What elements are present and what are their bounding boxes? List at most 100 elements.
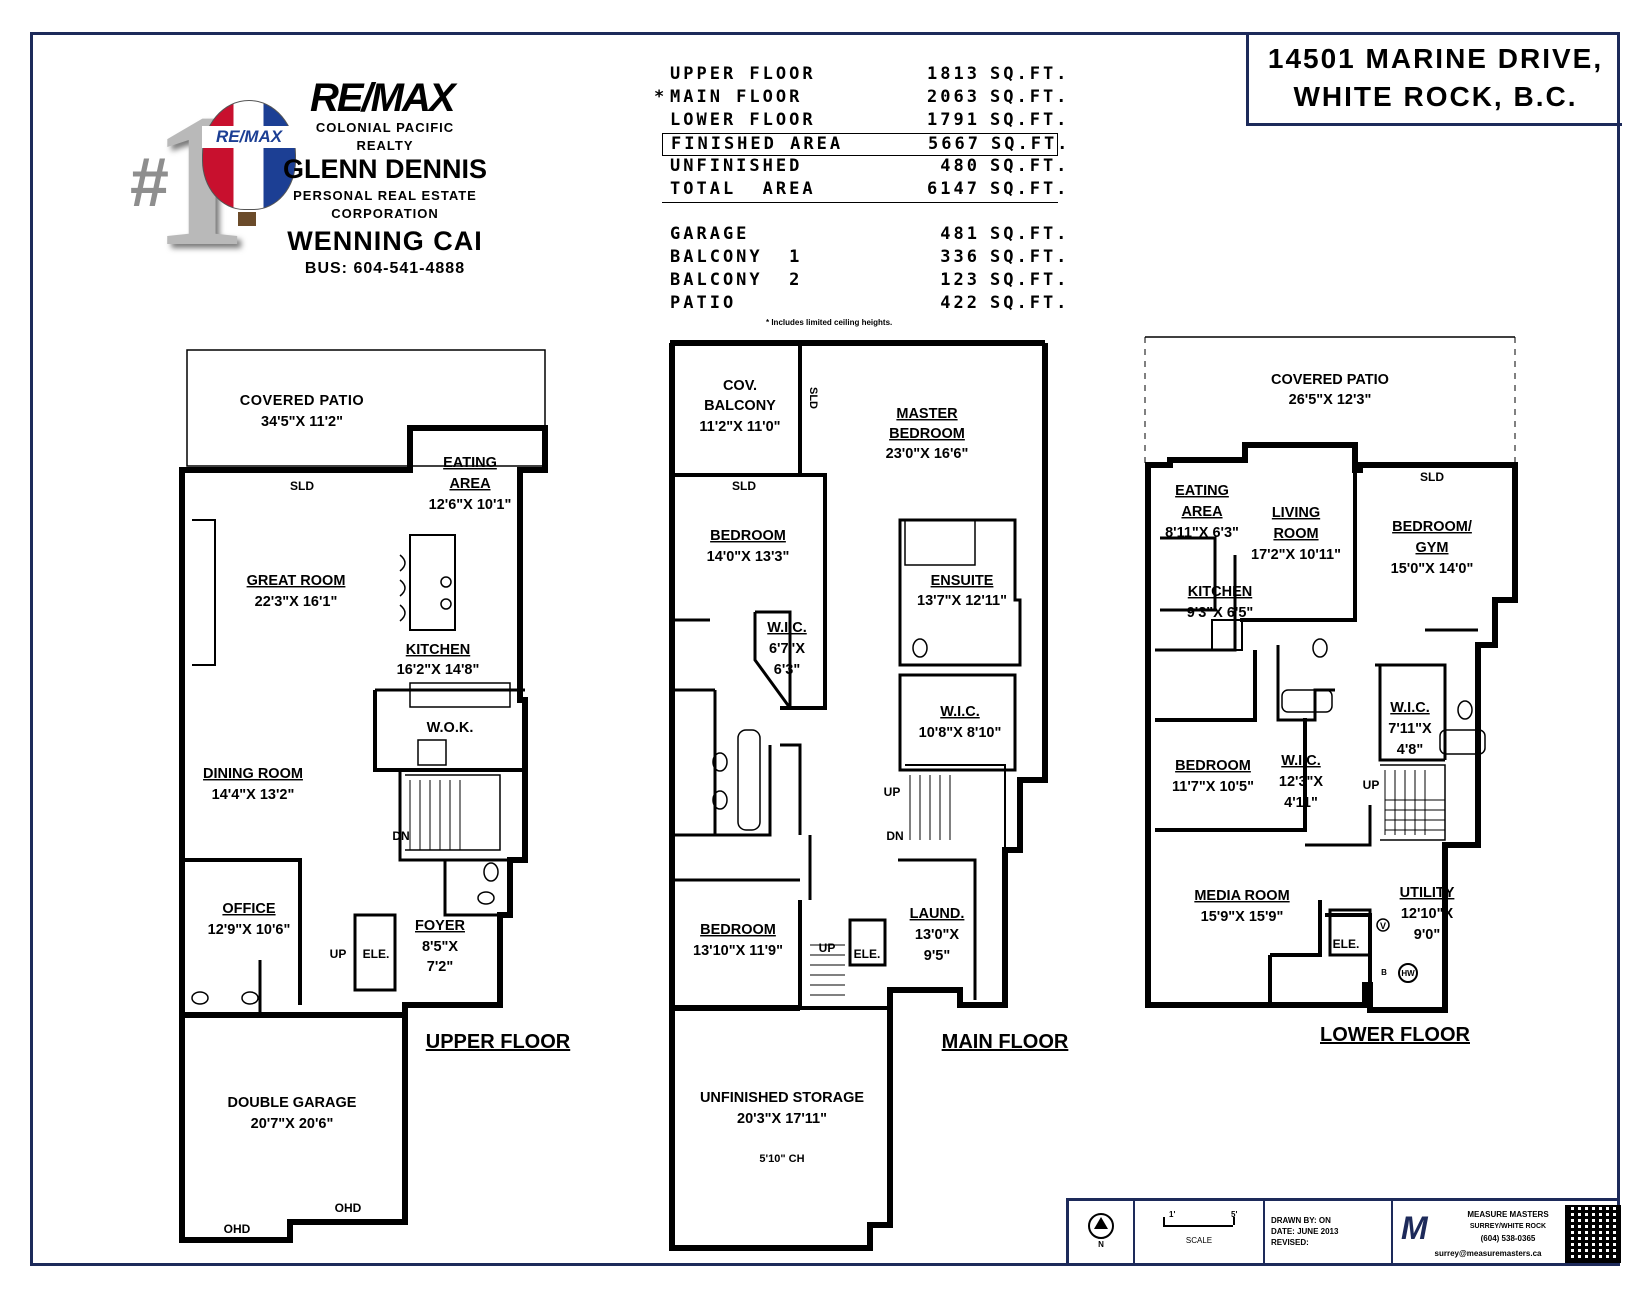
room-dims: 13'7"X 12'11": [917, 593, 1007, 609]
balloon-logo-text: RE/MAX: [202, 126, 296, 148]
stair-treads: [1385, 799, 1445, 831]
room-dims: 15'9"X 15'9": [1201, 909, 1284, 925]
room-cov-balcony-2: BALCONY: [704, 398, 776, 414]
room-dims: 12'10"X: [1401, 906, 1454, 922]
b-label: B: [1381, 968, 1387, 977]
room-dims: 4'11": [1284, 795, 1318, 811]
room-dims: 14'4"X 13'2": [212, 787, 295, 803]
room-bedroom-2: BEDROOM: [700, 922, 776, 938]
room-wic-2: W.I.C.: [940, 704, 979, 720]
room-bedroom: BEDROOM: [1175, 758, 1251, 774]
upper-floor-walls: [179, 349, 548, 1243]
toilet-icon: [712, 790, 728, 810]
room-wic-2: W.I.C.: [1281, 753, 1320, 769]
room-dims: 6'7"X: [769, 641, 805, 657]
bar-stools-icon: [399, 554, 406, 622]
ceiling-height-note: 5'10" CH: [759, 1153, 804, 1165]
north-arrow-icon: [1088, 1213, 1114, 1239]
room-dims: 12'6"X 10'1": [429, 497, 512, 513]
dn-label: DN: [886, 829, 903, 843]
room-dims: 34'5"X 11'2": [261, 414, 343, 430]
sld-label: SLD: [1420, 470, 1444, 484]
room-dims: 4'8": [1397, 742, 1423, 758]
scale-label: SCALE: [1185, 1236, 1213, 1245]
toilet-icon: [477, 891, 495, 905]
elevator-label: ELE.: [1333, 937, 1360, 951]
dn-label: DN: [392, 829, 409, 843]
drawn-by: DRAWN BY: ON: [1271, 1216, 1331, 1225]
room-cov-balcony: COV.: [723, 378, 757, 394]
scale-bar: 1' 5': [1135, 1201, 1263, 1235]
company-phone: (604) 538-0365: [1480, 1234, 1536, 1243]
room-dims: 13'10"X 11'9": [693, 943, 783, 959]
room-laundry: LAUND.: [910, 906, 965, 922]
revised: REVISED:: [1271, 1238, 1309, 1247]
agent1-sub1: PERSONAL REAL ESTATE: [293, 188, 477, 203]
lower-floor-walls: [1144, 336, 1518, 1013]
bathtub-icon: [1281, 689, 1333, 713]
room-dims: 10'8"X 8'10": [919, 725, 1002, 741]
area-footnote: * Includes limited ceiling heights.: [766, 318, 893, 327]
fixtures: [191, 554, 1486, 1005]
sld-label: SLD: [732, 479, 756, 493]
agent1-name: GLENN DENNIS: [282, 154, 488, 184]
agent1-sub2: CORPORATION: [331, 206, 439, 221]
sld-label: SLD: [290, 479, 314, 493]
bathtub-icon: [1439, 729, 1486, 755]
valve-icon: [1376, 918, 1390, 932]
company-sub: SURREY/WHITE ROCK: [1469, 1223, 1547, 1230]
room-living-room: LIVING: [1272, 505, 1320, 521]
toilet-icon: [191, 991, 209, 1005]
room-dims: 7'2": [427, 959, 453, 975]
ohd-label: OHD: [224, 1222, 251, 1236]
main-floor-labels: COV. BALCONY 11'2"X 11'0" SLD MASTER BED…: [693, 378, 1069, 1165]
remax-wordmark: RE/MAX: [310, 76, 456, 120]
room-kitchen: KITCHEN: [406, 642, 470, 658]
room-media-room: MEDIA ROOM: [1194, 888, 1289, 904]
room-dining-room: DINING ROOM: [203, 766, 303, 782]
room-kitchen: KITCHEN: [1188, 584, 1252, 600]
room-office: OFFICE: [222, 901, 275, 917]
upper-floor-title: UPPER FLOOR: [426, 1031, 571, 1053]
room-dims: 26'5"X 12'3": [1289, 392, 1372, 408]
address-line2: WHITE ROCK, B.C.: [1293, 81, 1578, 112]
room-dims: 22'3"X 16'1": [255, 594, 338, 610]
up-label-2: UP: [819, 941, 836, 955]
room-utility: UTILITY: [1400, 885, 1455, 901]
lower-floor-labels: COVERED PATIO 26'5"X 12'3" EATING AREA 8…: [1165, 372, 1473, 1046]
room-dims: 11'2"X 11'0": [699, 419, 780, 435]
hash-symbol: #: [130, 143, 169, 221]
qr-code-icon: [1565, 1205, 1621, 1263]
room-ensuite: ENSUITE: [931, 573, 994, 589]
room-dims: 16'2"X 14'8": [397, 662, 480, 678]
remax-logo-block: # 1 RE/MAX RE/MAX COLONIAL PACIFIC REALT…: [100, 76, 520, 286]
toilet-icon: [483, 862, 499, 882]
lower-floor-title: LOWER FLOOR: [1320, 1024, 1471, 1046]
scale-tick: 1': [1169, 1210, 1176, 1219]
room-dims: 20'3"X 17'11": [737, 1111, 827, 1127]
elevator-label: ELE.: [854, 947, 881, 961]
room-dims: 15'0"X 14'0": [1391, 561, 1474, 577]
room-dims: 8'5"X: [422, 939, 458, 955]
room-eating-area-2: AREA: [1181, 504, 1223, 520]
valve-label: V: [1380, 921, 1386, 931]
toilet-icon: [712, 752, 728, 772]
sink-icon: [241, 991, 259, 1005]
cooktop-icon: [440, 576, 452, 588]
upper-floor-labels: COVERED PATIO 34'5"X 11'2" SLD EATING AR…: [203, 393, 571, 1236]
room-bedroom: BEDROOM: [710, 528, 786, 544]
up-label: UP: [1363, 778, 1380, 792]
agent-phone: BUS: 604-541-4888: [304, 260, 466, 277]
room-master-bedroom-2: BEDROOM: [889, 426, 965, 442]
main-floor-title: MAIN FLOOR: [942, 1031, 1069, 1053]
balloon-icon: [202, 100, 296, 210]
page-frame: [30, 32, 1620, 1266]
room-wic: W.I.C.: [1390, 700, 1429, 716]
room-covered-patio: COVERED PATIO: [240, 393, 364, 409]
room-wic: W.I.C.: [767, 620, 806, 636]
